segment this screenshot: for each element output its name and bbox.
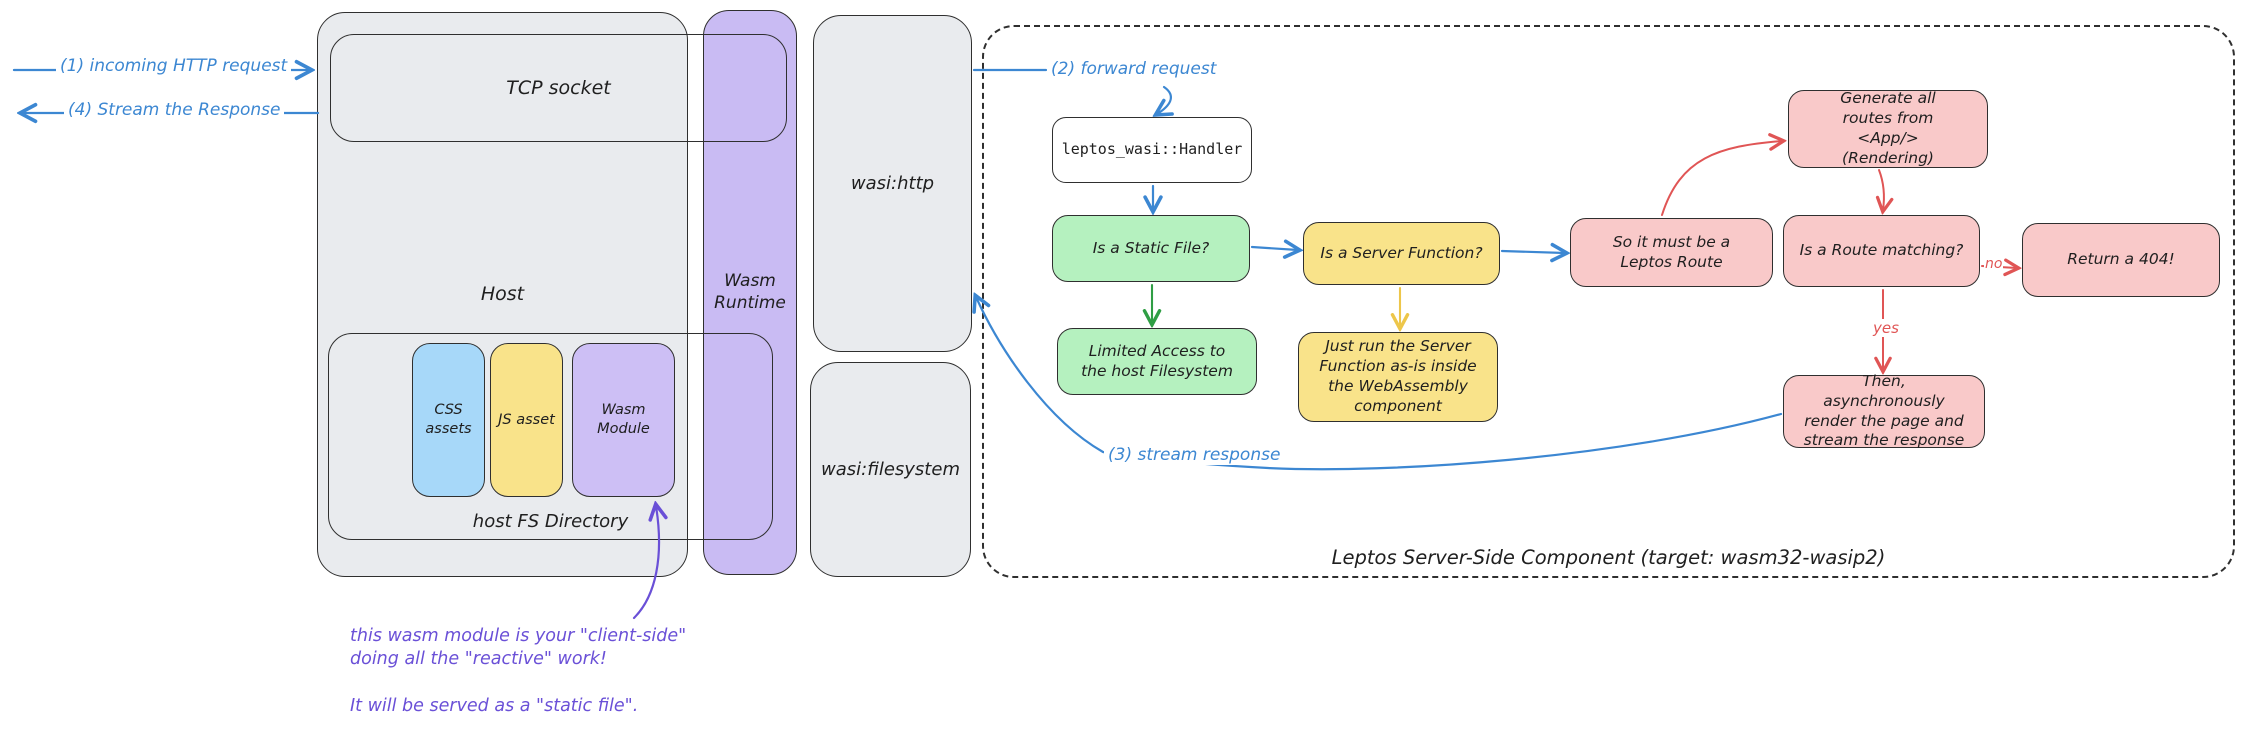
stream-response-label: (3) stream response <box>1104 445 1285 465</box>
generate-routes-node: Generate all routes from <App/> (Renderi… <box>1788 89 1988 168</box>
is-server-function-label: Is a Server Function? <box>1320 243 1483 262</box>
tcp-socket-box: TCP socket <box>330 34 787 142</box>
run-server-function-label: Just run the Server Function as-is insid… <box>1319 337 1477 415</box>
leptos-route-node: So it must be a Leptos Route <box>1570 218 1773 287</box>
run-server-function-node: Just run the Server Function as-is insid… <box>1298 332 1498 422</box>
css-assets-box: CSS assets <box>412 343 485 497</box>
wasi-filesystem-label: wasi:filesystem <box>821 458 960 480</box>
is-static-file-node: Is a Static File? <box>1052 215 1250 282</box>
js-asset-box: JS asset <box>490 343 563 497</box>
wasi-http-box: wasi:http <box>813 15 972 352</box>
is-route-matching-node: Is a Route matching? <box>1783 215 1980 287</box>
limited-access-node: Limited Access to the host Filesystem <box>1057 328 1257 395</box>
is-server-function-node: Is a Server Function? <box>1303 222 1500 285</box>
leptos-route-label: So it must be a Leptos Route <box>1612 232 1731 271</box>
wasm-module-label: Wasm Module <box>597 402 650 437</box>
render-and-stream-label: Then, asynchronously render the page and… <box>1803 371 1965 450</box>
stream-the-response-label: (4) Stream the Response <box>64 100 285 120</box>
wasm-runtime-label: Wasm Runtime <box>714 270 786 313</box>
no-label: no <box>1984 256 2004 272</box>
wasm-note-line1: this wasm module is your "client-side" <box>350 626 687 646</box>
handler-node: leptos_wasi::Handler <box>1052 117 1252 183</box>
host-label: Host <box>480 283 525 306</box>
leptos-component-caption: Leptos Server-Side Component (target: wa… <box>1331 546 1886 569</box>
incoming-request-label: (1) incoming HTTP request <box>56 56 292 76</box>
wasi-http-label: wasi:http <box>850 172 935 194</box>
generate-routes-label: Generate all routes from <App/> (Renderi… <box>1840 89 1936 167</box>
handler-label: leptos_wasi::Handler <box>1061 140 1243 159</box>
host-fs-directory-label: host FS Directory <box>472 510 629 532</box>
wasm-runtime-box: Wasm Runtime <box>703 10 797 575</box>
wasm-note-line2: doing all the "reactive" work! <box>350 649 607 669</box>
render-and-stream-node: Then, asynchronously render the page and… <box>1783 371 1985 450</box>
wasm-module-box: Wasm Module <box>572 343 675 497</box>
forward-request-label: (2) forward request <box>1047 59 1221 79</box>
is-static-file-label: Is a Static File? <box>1092 238 1210 257</box>
tcp-socket-label: TCP socket <box>506 76 611 99</box>
host-fs-directory-box: host FS Directory <box>328 333 773 540</box>
wasm-note-line3: It will be served as a "static file". <box>350 696 639 716</box>
wasi-filesystem-box: wasi:filesystem <box>810 362 971 577</box>
limited-access-label: Limited Access to the host Filesystem <box>1081 341 1233 380</box>
return-404-node: Return a 404! <box>2022 223 2220 297</box>
css-assets-label: CSS assets <box>425 402 472 437</box>
is-route-matching-label: Is a Route matching? <box>1799 241 1964 260</box>
leptos-component-container <box>982 25 2235 578</box>
js-asset-label: JS asset <box>498 411 555 428</box>
yes-label: yes <box>1871 319 1901 337</box>
return-404-label: Return a 404! <box>2067 250 2175 269</box>
